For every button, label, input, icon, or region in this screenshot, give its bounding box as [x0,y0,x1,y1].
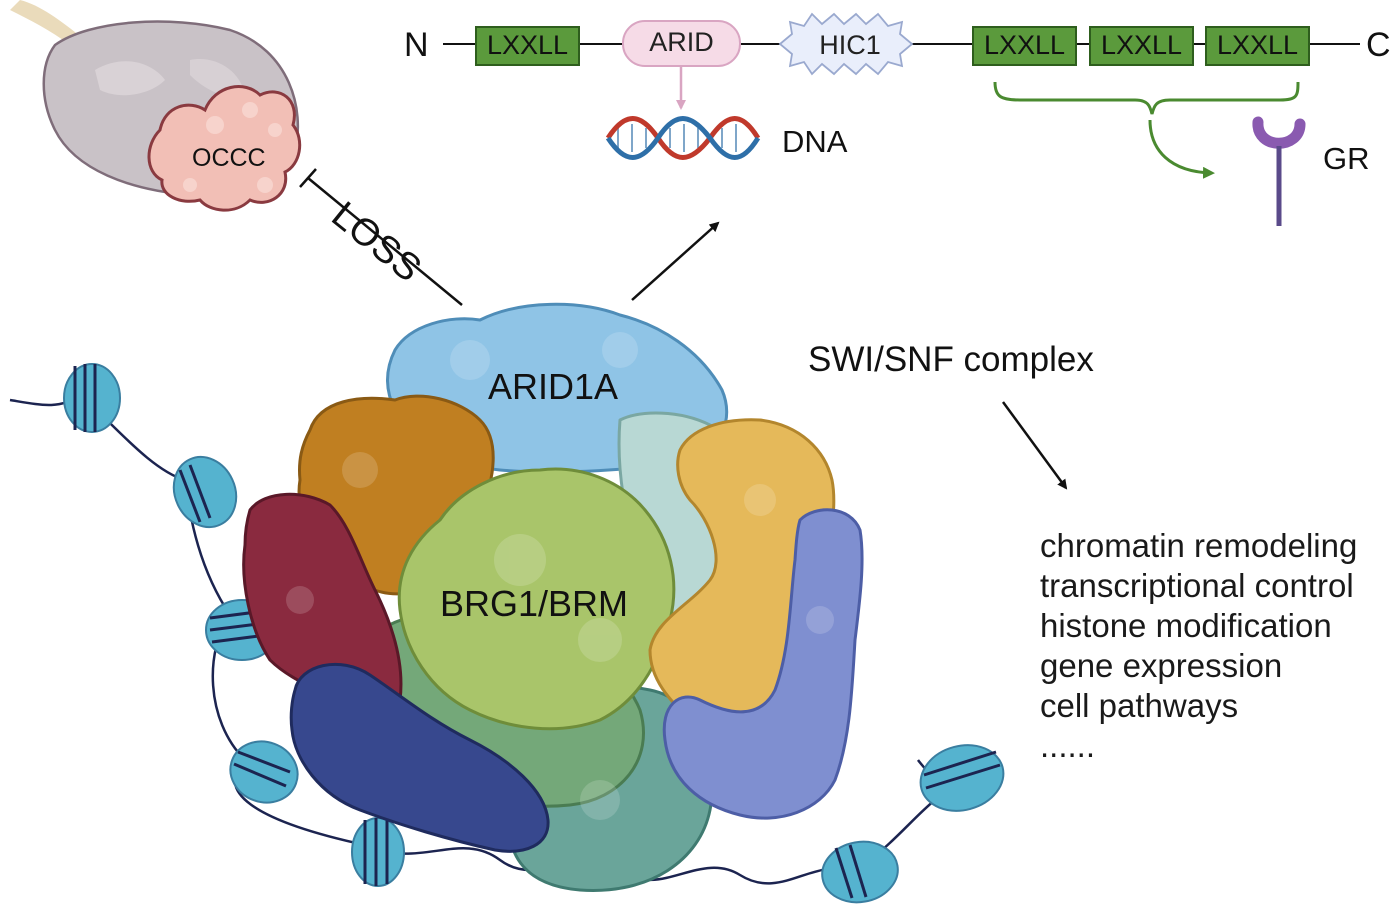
c-terminus-label: C [1366,26,1391,64]
arid1a-label: ARID1A [488,366,619,407]
nucleosome-2 [172,455,238,529]
dna-helix-icon [605,116,761,160]
nucleosome-6 [821,840,899,904]
function-list: chromatin remodeling transcriptional con… [1040,526,1357,766]
function-item: gene expression [1040,647,1283,684]
nucleosome-1 [63,363,121,433]
protein-domain-map [443,12,1360,76]
function-item: ...... [1040,727,1096,764]
lxxll-label-2: LXXLL [983,30,1066,60]
lxxll-label-4: LXXLL [1216,30,1299,60]
subunit-periwinkle [662,508,864,820]
complex-title: SWI/SNF complex [808,340,1094,379]
dna-label: DNA [782,124,848,159]
subunit-navy [289,662,550,853]
brg1-brm-label: BRG1/BRM [440,583,629,624]
hic1-domain [778,12,914,76]
tumor-texture [183,102,282,193]
lxxll-label-1: LXXLL [486,30,569,60]
function-item: transcriptional control [1040,567,1354,604]
inhibition-bar [299,168,317,188]
lxxll-bracket [993,81,1300,115]
lxxll-domain-1 [475,26,580,66]
lxxll-label-3: LXXLL [1100,30,1183,60]
gr-receptor-icon [1252,116,1306,226]
arid-label: ARID [649,27,714,57]
hic1-label: HIC1 [819,30,881,60]
function-item: chromatin remodeling [1040,527,1358,564]
lxxll-domain-3 [1089,26,1194,66]
tumor-label: OCCC [192,144,266,172]
complex-texture [286,332,834,820]
lxxll-domain-2 [972,26,1077,66]
subunit-brg1 [397,467,676,731]
nucleosome-7 [919,744,1005,812]
loss-inhibition-line [307,177,463,306]
nucleosome-4 [229,740,299,804]
nucleosomes [63,363,1005,904]
swi-snf-complex [242,302,864,892]
nucleosome-5 [351,817,405,887]
complex-protein-arrow [631,221,720,301]
function-item: histone modification [1040,607,1332,644]
gr-label: GR [1323,141,1370,176]
arid-domain [622,20,741,67]
complex-functions-arrow [1001,401,1068,490]
lxxll-domain-4 [1205,26,1310,66]
lxxll-gr-arrow [1148,119,1215,179]
function-item: cell pathways [1040,687,1239,724]
n-terminus-label: N [404,26,429,64]
